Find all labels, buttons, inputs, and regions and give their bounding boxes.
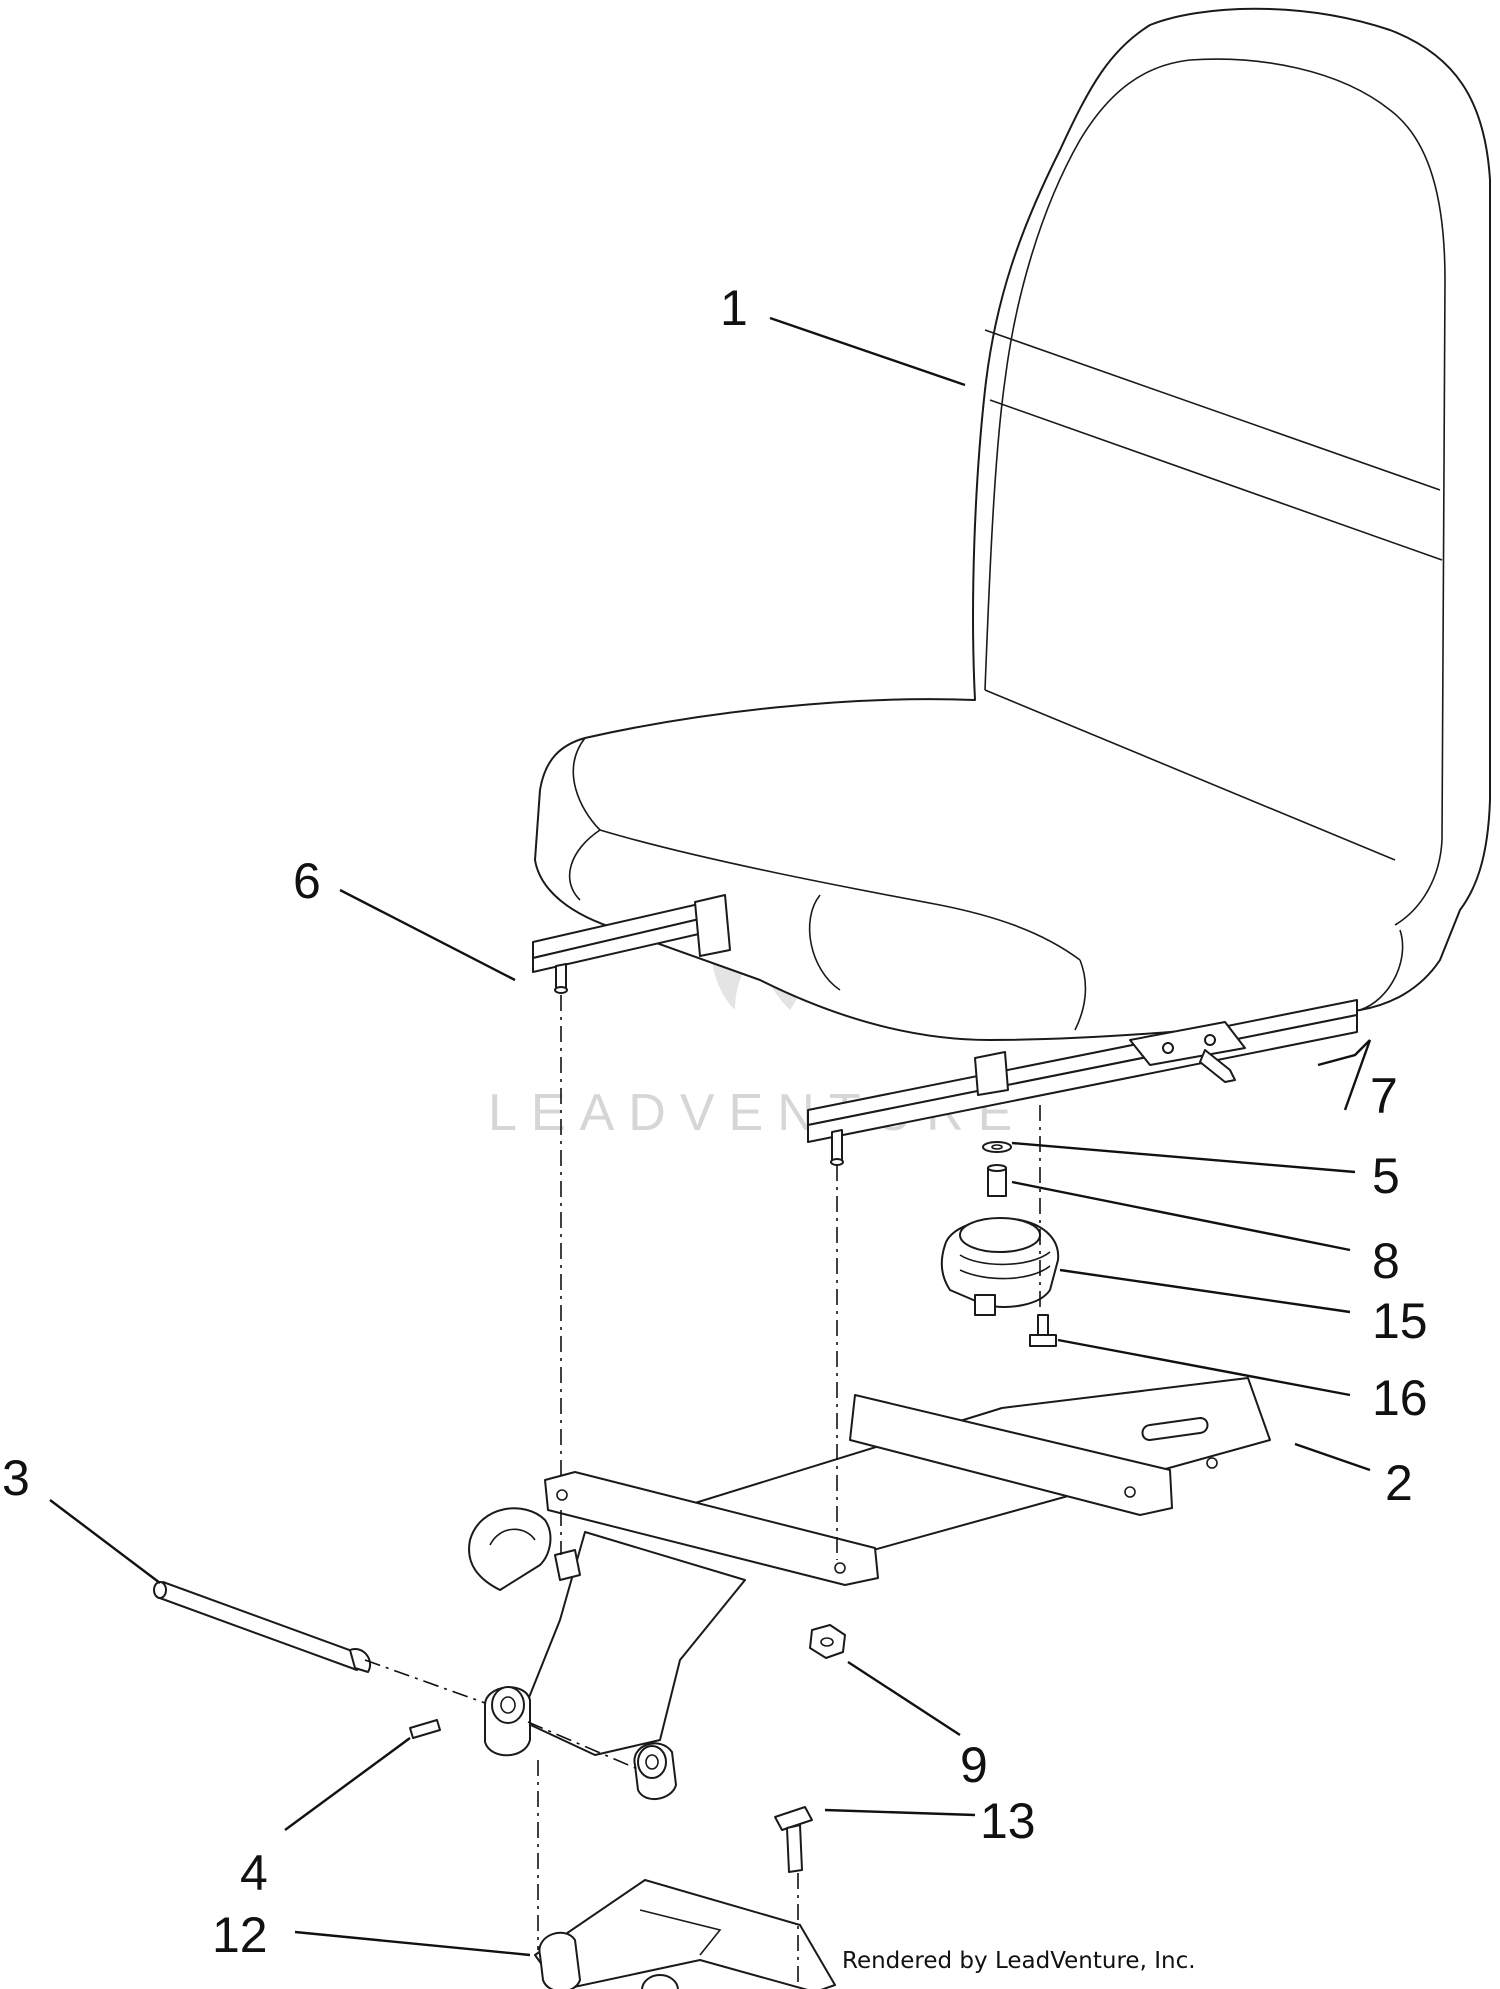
leader-16	[1057, 1338, 1351, 1397]
leader-12	[294, 1930, 531, 1957]
leader-2	[1294, 1442, 1371, 1472]
leader-15	[1059, 1268, 1351, 1314]
leader-9	[847, 1660, 961, 1737]
alignment-lines	[364, 995, 1041, 1985]
leader-7	[1317, 1039, 1371, 1067]
part-7-slide-rail-right[interactable]	[807, 999, 1358, 1166]
part-13-bolt[interactable]	[774, 1806, 813, 1873]
part-15-seat-switch[interactable]	[940, 1217, 1060, 1316]
leader-8	[1011, 1180, 1351, 1252]
part-1-seat[interactable]	[534, 7, 1491, 1041]
callout-13[interactable]: 13	[980, 1793, 1036, 1849]
callout-15[interactable]: 15	[1372, 1293, 1428, 1349]
part-9-nut[interactable]	[809, 1624, 846, 1659]
part-4-roll-pin[interactable]	[409, 1686, 677, 1800]
leader-6	[339, 888, 516, 982]
leader-4	[284, 1737, 411, 1831]
callout-7[interactable]: 7	[1370, 1068, 1398, 1124]
callout-4[interactable]: 4	[240, 1845, 268, 1901]
leader-5	[1011, 1141, 1356, 1174]
part-6-slide-rail-left[interactable]	[532, 894, 731, 994]
leader-lines	[49, 316, 1372, 1957]
leader-3	[49, 1499, 161, 1584]
callout-12[interactable]: 12	[212, 1907, 268, 1963]
part-8-bolt[interactable]	[987, 1164, 1007, 1197]
callout-8[interactable]: 8	[1372, 1233, 1400, 1289]
part-12-pivot-bracket[interactable]	[534, 1879, 836, 1989]
part-3-pivot-rod[interactable]	[153, 1581, 371, 1673]
callout-1[interactable]: 1	[720, 280, 748, 336]
callout-6[interactable]: 6	[293, 853, 321, 909]
leader-1	[769, 316, 966, 387]
leader-7b	[1343, 1039, 1372, 1111]
render-credit: Rendered by LeadVenture, Inc.	[842, 1948, 1196, 1974]
callout-16[interactable]: 16	[1372, 1370, 1428, 1426]
part-5-washer[interactable]	[982, 1141, 1012, 1153]
leader-13	[824, 1808, 976, 1817]
callouts: 1 6 7 5 8 15 16 2 3 9 4 13 12	[2, 280, 1428, 1963]
callout-2[interactable]: 2	[1385, 1455, 1413, 1511]
part-16-screw[interactable]	[1029, 1314, 1057, 1347]
callout-5[interactable]: 5	[1372, 1148, 1400, 1204]
callout-3[interactable]: 3	[2, 1450, 30, 1506]
part-2-seat-base-plate[interactable]	[468, 1377, 1271, 1756]
callout-9[interactable]: 9	[960, 1737, 988, 1793]
